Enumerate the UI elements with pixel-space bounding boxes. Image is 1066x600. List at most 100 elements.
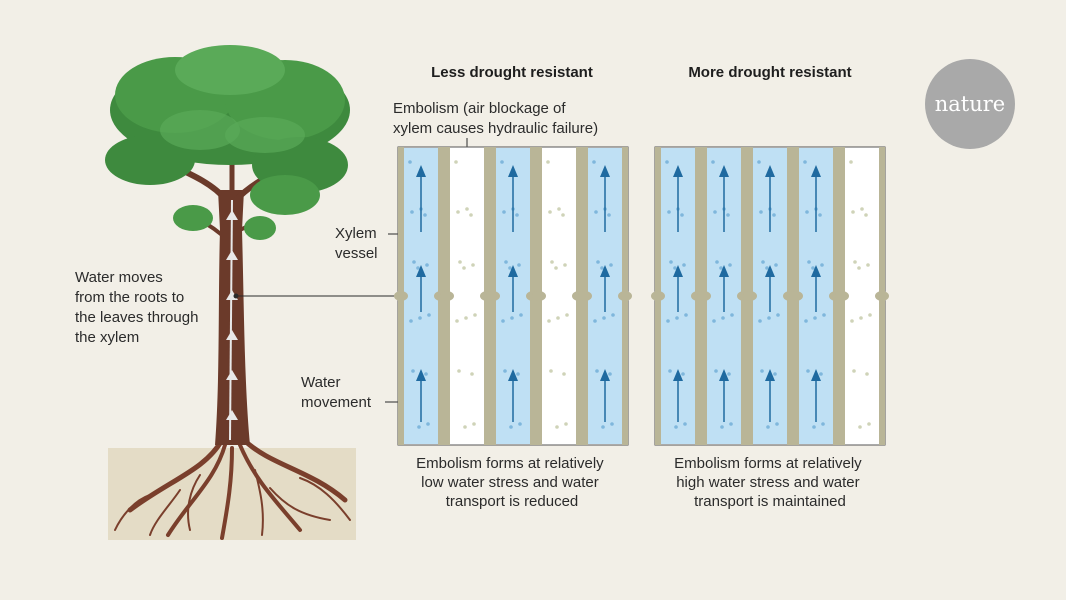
- particle-dot: [868, 313, 872, 317]
- particle-dot: [665, 160, 669, 164]
- particle-dot: [822, 313, 826, 317]
- particle-dot: [508, 266, 512, 270]
- particle-dot: [473, 313, 477, 317]
- particle-dot: [759, 210, 763, 214]
- particle-dot: [549, 369, 553, 373]
- water-arrow-head: [811, 369, 821, 381]
- water-arrow-head: [811, 165, 821, 177]
- panel-title-more: More drought resistant: [688, 64, 851, 81]
- particle-dot: [547, 319, 551, 323]
- particle-dot: [412, 260, 416, 264]
- particle-dot: [727, 372, 731, 376]
- particle-dot: [602, 316, 606, 320]
- particle-dot: [563, 263, 567, 267]
- water-arrow-head: [508, 265, 518, 277]
- particle-dot: [515, 213, 519, 217]
- pit-membrane: [618, 291, 632, 301]
- particle-dot: [867, 422, 871, 426]
- particle-dot: [813, 316, 817, 320]
- particle-dot: [427, 313, 431, 317]
- particle-dot: [803, 160, 807, 164]
- particle-dot: [510, 316, 514, 320]
- particle-dot: [668, 369, 672, 373]
- water-arrow-head: [765, 369, 775, 381]
- water-arrow-head: [719, 369, 729, 381]
- particle-dot: [857, 266, 861, 270]
- pit-membrane: [789, 291, 803, 301]
- particle-dot: [504, 260, 508, 264]
- particle-dot: [416, 266, 420, 270]
- embolised-vessel: [845, 148, 879, 444]
- pit-membrane: [578, 291, 592, 301]
- particle-dot: [721, 316, 725, 320]
- water-arrow-head: [719, 265, 729, 277]
- particle-dot: [611, 313, 615, 317]
- water-arrow-head: [416, 369, 426, 381]
- pit-membrane: [875, 291, 889, 301]
- particle-dot: [454, 160, 458, 164]
- particle-dot: [457, 369, 461, 373]
- water-movement-label: Water movement: [301, 374, 372, 411]
- water-arrow-head: [416, 165, 426, 177]
- water-arrow-head: [719, 165, 729, 177]
- particle-dot: [500, 160, 504, 164]
- particle-dot: [805, 210, 809, 214]
- particle-dot: [675, 316, 679, 320]
- particle-dot: [760, 369, 764, 373]
- particle-dot: [757, 160, 761, 164]
- particle-dot: [424, 372, 428, 376]
- particle-dot: [502, 210, 506, 214]
- particle-dot: [681, 372, 685, 376]
- particle-dot: [684, 313, 688, 317]
- pit-membrane: [532, 291, 546, 301]
- particle-dot: [850, 319, 854, 323]
- particle-dot: [719, 266, 723, 270]
- particle-dot: [673, 266, 677, 270]
- xylem-flow-line: [229, 199, 233, 441]
- particle-dot: [682, 263, 686, 267]
- nature-logo: nature: [925, 59, 1015, 149]
- particle-dot: [471, 263, 475, 267]
- particle-dot: [851, 210, 855, 214]
- particle-dot: [761, 260, 765, 264]
- particle-dot: [807, 260, 811, 264]
- particle-dot: [509, 425, 513, 429]
- logo-circle: [925, 59, 1015, 149]
- particle-dot: [683, 422, 687, 426]
- particle-dot: [411, 369, 415, 373]
- water-arrow-head: [811, 265, 821, 277]
- particle-dot: [849, 160, 853, 164]
- particle-dot: [501, 319, 505, 323]
- particle-dot: [426, 422, 430, 426]
- particle-dot: [564, 422, 568, 426]
- particle-dot: [519, 313, 523, 317]
- particle-dot: [713, 210, 717, 214]
- particle-dot: [548, 210, 552, 214]
- particle-dot: [472, 422, 476, 426]
- particle-dot: [726, 213, 730, 217]
- pit-membrane: [697, 291, 711, 301]
- particle-dot: [820, 263, 824, 267]
- tree-foliage: [105, 45, 350, 240]
- particle-dot: [714, 369, 718, 373]
- particle-dot: [465, 207, 469, 211]
- particle-dot: [464, 316, 468, 320]
- particle-dot: [860, 207, 864, 211]
- particle-dot: [463, 425, 467, 429]
- particle-dot: [610, 422, 614, 426]
- particle-dot: [806, 369, 810, 373]
- water-arrow-head: [765, 165, 775, 177]
- particle-dot: [711, 160, 715, 164]
- particle-dot: [546, 160, 550, 164]
- tree-roots: [114, 437, 351, 540]
- water-arrow-head: [673, 265, 683, 277]
- particle-dot: [853, 260, 857, 264]
- pit-membrane: [486, 291, 500, 301]
- particle-dot: [767, 316, 771, 320]
- particle-dot: [812, 425, 816, 429]
- particle-dot: [667, 210, 671, 214]
- particle-dot: [674, 425, 678, 429]
- particle-dot: [550, 260, 554, 264]
- xylem-vessel-label: Xylem vessel: [335, 225, 381, 262]
- vessel-panel-more-resistant: [651, 146, 889, 446]
